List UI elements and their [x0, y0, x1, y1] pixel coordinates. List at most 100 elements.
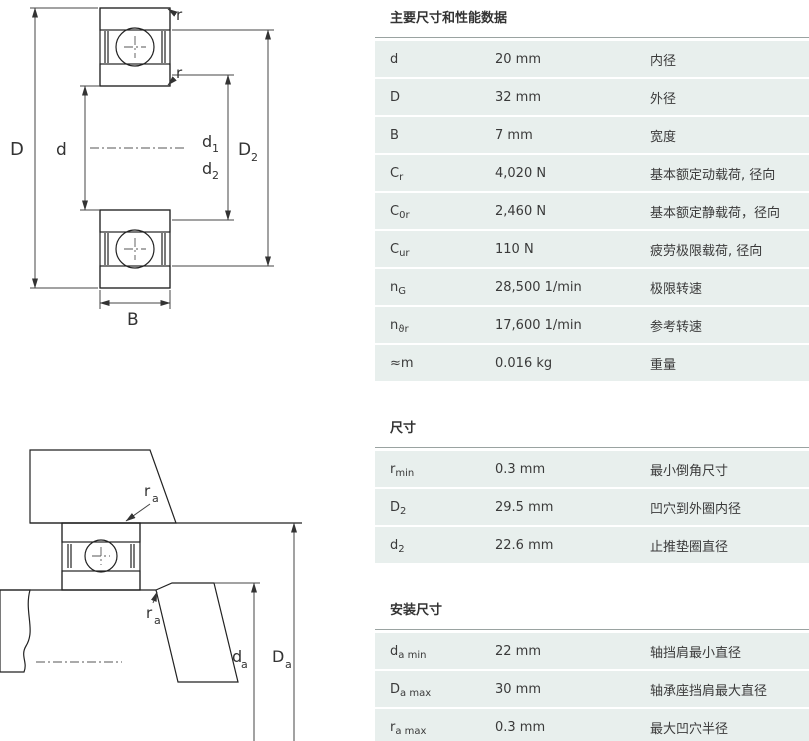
- value-cell: 2,460 N: [495, 203, 547, 219]
- dimension-d1-d2: d 1 d 2: [172, 74, 234, 221]
- symbol-cell: D: [390, 89, 401, 105]
- description-cell: 止推垫圈直径: [650, 539, 729, 555]
- description-cell: 基本额定动载荷, 径向: [650, 167, 776, 183]
- value-cell: 0.016 kg: [495, 355, 553, 371]
- table-row: d 20 mm 内径: [375, 41, 809, 77]
- symbol-cell: D2: [390, 499, 407, 517]
- value-cell: 32 mm: [495, 89, 542, 105]
- description-cell: 极限转速: [650, 281, 703, 297]
- symbol-cell: Cur: [390, 241, 410, 259]
- symbol-cell: da min: [390, 643, 427, 661]
- description-cell: 基本额定静载荷，径向: [650, 205, 781, 221]
- table-row: B 7 mm 宽度: [375, 117, 809, 153]
- dim-label-da: d: [232, 647, 242, 666]
- value-cell: 17,600 1/min: [495, 317, 582, 333]
- specs-scroll-area[interactable]: 主要尺寸和性能数据 d 20 mm 内径 D 32 mm 外径 B 7 mm 宽…: [375, 0, 809, 741]
- symbol-cell: Da max: [390, 681, 432, 699]
- dim-label-Da: D: [272, 647, 284, 666]
- table-row: da min 22 mm 轴挡肩最小直径: [375, 633, 809, 669]
- value-cell: 20 mm: [495, 51, 542, 67]
- table-row: Cr 4,020 N 基本额定动载荷, 径向: [375, 155, 809, 191]
- table-row: C0r 2,460 N 基本额定静载荷，径向: [375, 193, 809, 229]
- value-cell: 0.3 mm: [495, 719, 546, 735]
- dim-label-ra-upper-sub: a: [152, 492, 159, 505]
- table-row: d2 22.6 mm 止推垫圈直径: [375, 527, 809, 563]
- symbol-cell: B: [390, 127, 399, 143]
- table-row: ra max 0.3 mm 最大凹穴半径: [375, 709, 809, 741]
- housing-section: [29, 449, 177, 524]
- dimension-B: B: [99, 290, 171, 330]
- table-row: nG 28,500 1/min 极限转速: [375, 269, 809, 305]
- bearing-lower-section: [99, 209, 171, 289]
- dim-label-ra-upper: r: [144, 482, 151, 500]
- symbol-cell: C0r: [390, 203, 410, 221]
- spec-section-main: 主要尺寸和性能数据 d 20 mm 内径 D 32 mm 外径 B 7 mm 宽…: [375, 0, 809, 381]
- spec-section-mounting: 安装尺寸 da min 22 mm 轴挡肩最小直径 Da max 30 mm 轴…: [375, 592, 809, 741]
- symbol-cell: Cr: [390, 165, 404, 183]
- value-cell: 110 N: [495, 241, 534, 257]
- fillet-ra-lower: r a: [146, 591, 161, 627]
- symbol-cell: d2: [390, 537, 405, 555]
- dim-label-D: D: [10, 139, 24, 160]
- dim-label-ra-lower-sub: a: [154, 614, 161, 627]
- dim-label-r-lower: r: [176, 64, 183, 82]
- dimension-Da: D a: [272, 522, 297, 741]
- dimension-D: D: [10, 7, 98, 289]
- symbol-cell: ra max: [390, 719, 427, 737]
- dim-label-d1: d: [202, 132, 212, 151]
- description-cell: 最大凹穴半径: [650, 721, 729, 737]
- description-cell: 参考转速: [650, 319, 703, 335]
- value-cell: 22.6 mm: [495, 537, 554, 553]
- table-row: nϑr 17,600 1/min 参考转速: [375, 307, 809, 343]
- dim-label-D2-sub: 2: [251, 151, 258, 164]
- symbol-cell: d: [390, 51, 399, 67]
- value-cell: 7 mm: [495, 127, 533, 143]
- chamfer-r-labels: r r: [167, 6, 183, 86]
- description-cell: 宽度: [650, 129, 677, 145]
- table-row: Da max 30 mm 轴承座挡肩最大直径: [375, 671, 809, 707]
- symbol-cell: rmin: [390, 461, 415, 479]
- section-title: 尺寸: [375, 410, 809, 448]
- dim-label-da-sub: a: [241, 658, 248, 671]
- dim-label-B: B: [127, 310, 139, 330]
- symbol-cell: nϑr: [390, 317, 409, 335]
- dimension-da: d a: [214, 582, 260, 741]
- fillet-ra-upper: r a: [125, 482, 159, 522]
- dim-label-Da-sub: a: [285, 658, 292, 671]
- description-cell: 凹穴到外圈内径: [650, 501, 742, 517]
- value-cell: 28,500 1/min: [495, 279, 582, 295]
- description-cell: 疲劳极限载荷, 径向: [650, 243, 763, 259]
- dim-label-d2: d: [202, 159, 212, 178]
- bearing-upper-section: [99, 7, 171, 87]
- description-cell: 内径: [650, 53, 677, 69]
- spec-section-dimensions: 尺寸 rmin 0.3 mm 最小倒角尺寸 D2 29.5 mm 凹穴到外圈内径…: [375, 410, 809, 563]
- ball-mount: [84, 539, 118, 573]
- description-cell: 轴承座挡肩最大直径: [650, 683, 768, 699]
- section-title: 主要尺寸和性能数据: [375, 0, 809, 38]
- symbol-cell: ≈m: [390, 355, 414, 371]
- table-row: D2 29.5 mm 凹穴到外圈内径: [375, 489, 809, 525]
- table-row: Cur 110 N 疲劳极限载荷, 径向: [375, 231, 809, 267]
- dim-label-d: d: [56, 140, 67, 160]
- description-cell: 重量: [650, 357, 677, 373]
- description-cell: 轴挡肩最小直径: [650, 645, 742, 661]
- symbol-cell: nG: [390, 279, 406, 297]
- value-cell: 4,020 N: [495, 165, 547, 181]
- description-cell: 外径: [650, 91, 677, 107]
- ball-lower: [115, 229, 155, 269]
- bearing-section-drawing: D d d 1 d 2 D 2 r r: [10, 6, 274, 330]
- technical-drawings-panel: D d d 1 d 2 D 2 r r: [0, 0, 375, 741]
- section-title: 安装尺寸: [375, 592, 809, 630]
- description-cell: 最小倒角尺寸: [650, 463, 729, 479]
- ball-upper: [115, 27, 155, 67]
- table-row: ≈m 0.016 kg 重量: [375, 345, 809, 381]
- shaft-shoulder-section: [155, 582, 239, 683]
- bearing-in-mount: [61, 522, 141, 591]
- dim-label-d1-sub: 1: [212, 142, 219, 155]
- value-cell: 30 mm: [495, 681, 542, 697]
- dim-label-ra-lower: r: [146, 604, 153, 622]
- dim-label-D2: D: [238, 140, 251, 160]
- shaft-break-section: [0, 589, 31, 673]
- dim-label-r-upper: r: [176, 6, 183, 24]
- mounting-drawing: r a r a d a D a: [0, 449, 302, 741]
